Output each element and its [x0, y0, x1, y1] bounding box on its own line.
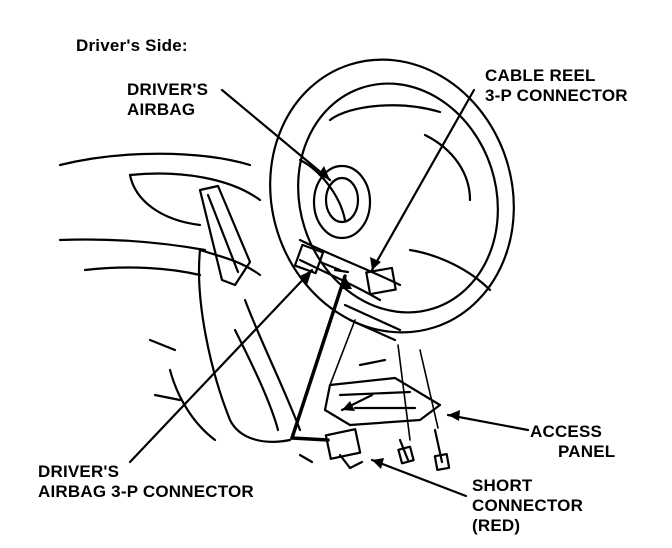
dashboard-outline — [83, 266, 202, 277]
misc-detail — [298, 453, 314, 464]
label-access-panel: ACCESS PANEL — [530, 422, 615, 462]
dashboard-outline — [128, 173, 202, 227]
short-connector-body — [338, 453, 364, 470]
access-panel — [338, 390, 412, 397]
access-panel — [323, 376, 442, 427]
arrowhead — [448, 410, 460, 421]
leader-access-panel — [446, 413, 530, 432]
label-line: SHORT — [472, 476, 533, 495]
column-shroud — [153, 393, 182, 402]
arrowhead — [370, 257, 381, 270]
airbag-hub-inner — [324, 176, 360, 224]
steering-wheel-spoke — [423, 133, 472, 202]
short-connector-body — [324, 428, 362, 460]
column-shroud — [198, 248, 262, 277]
leader-short-connector — [370, 458, 468, 498]
short-connector-wire — [290, 274, 347, 440]
label-line: AIRBAG — [127, 100, 196, 119]
label-line: PANEL — [558, 442, 616, 461]
steering-wheel-spoke — [408, 248, 492, 292]
screw-head — [433, 452, 451, 472]
label-line: CABLE REEL — [485, 66, 596, 85]
column-lever — [198, 184, 252, 287]
label-drivers-airbag: DRIVER'S AIRBAG — [127, 80, 208, 120]
connector-wire — [333, 268, 350, 274]
diagram-heading: Driver's Side: — [76, 36, 188, 55]
label-line: (RED) — [472, 516, 521, 535]
steering-column — [343, 303, 402, 332]
screw — [433, 428, 444, 464]
label-airbag-3p-connector: DRIVER'S AIRBAG 3-P CONNECTOR — [38, 462, 254, 502]
label-short-connector: SHORT CONNECTOR (RED) — [472, 476, 583, 536]
steering-column — [298, 238, 402, 287]
label-line: CONNECTOR — [472, 496, 584, 515]
screw-head — [397, 445, 415, 465]
steering-column — [348, 318, 397, 342]
steering-wheel-spoke — [328, 104, 442, 122]
arrowhead — [341, 276, 352, 289]
screw-line — [397, 344, 411, 441]
label-line: ACCESS — [530, 422, 603, 441]
label-line: DRIVER'S — [127, 80, 209, 99]
arrowhead — [372, 458, 384, 469]
arrowhead — [300, 270, 312, 285]
label-line: DRIVER'S — [38, 462, 120, 481]
label-line: 3-P CONNECTOR — [485, 86, 628, 105]
column-shroud — [197, 248, 292, 443]
steering-wheel-inner-rim — [297, 82, 499, 314]
column-shroud — [233, 328, 280, 432]
screw-line — [329, 319, 356, 386]
steering-column — [298, 258, 382, 302]
short-connector-wire — [290, 436, 330, 442]
column-lever — [206, 193, 240, 274]
column-shroud — [243, 298, 302, 432]
column-shroud — [148, 338, 177, 352]
steering-wheel-spoke — [298, 158, 347, 222]
cable-reel-connector-body — [365, 266, 397, 296]
dashboard-outline — [58, 152, 252, 167]
misc-detail — [358, 358, 387, 367]
screw — [398, 438, 410, 462]
leader-cable-reel — [370, 88, 476, 272]
steering-wheel-rim — [269, 58, 515, 334]
arrowhead — [342, 401, 355, 411]
label-line: AIRBAG 3-P CONNECTOR — [38, 482, 254, 501]
connector-wire — [318, 260, 342, 272]
dashboard-outline — [58, 238, 207, 252]
screw-line — [419, 349, 439, 429]
airbag-hub — [312, 164, 372, 240]
label-cable-reel-connector: CABLE REEL 3-P CONNECTOR — [485, 66, 628, 106]
leader-drivers-airbag — [220, 88, 332, 182]
dashboard-outline — [128, 172, 262, 202]
arrowhead — [318, 166, 330, 180]
leader-airbag-connector — [128, 268, 314, 464]
column-shroud — [168, 368, 217, 442]
